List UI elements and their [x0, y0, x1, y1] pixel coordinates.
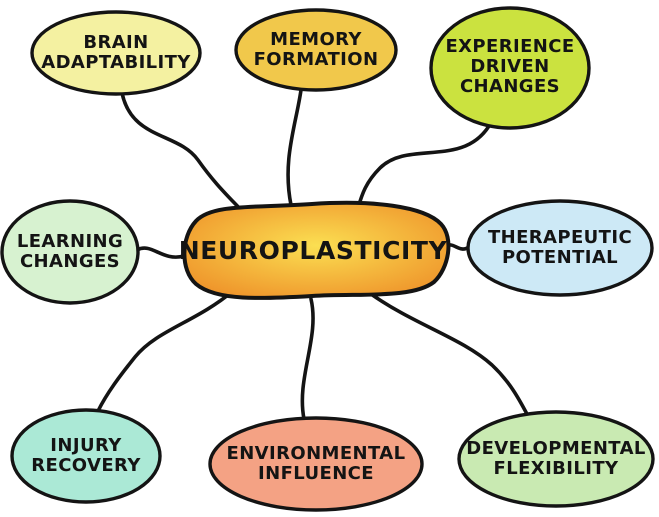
connector-developmental-flexibility — [369, 292, 529, 416]
label-environmental-influence: ENVIRONMENTAL INFLUENCE — [226, 442, 406, 484]
node-shape-learning-changes — [0, 199, 140, 305]
node-shape-injury-recovery — [10, 408, 162, 504]
node-shapes — [0, 6, 655, 512]
connector-injury-recovery — [96, 289, 235, 413]
node-shape-developmental-flexibility — [457, 410, 655, 508]
node-shape-center — [182, 200, 451, 300]
label-learning-changes: LEARNING CHANGES — [16, 230, 124, 272]
label-injury-recovery: INJURY RECOVERY — [31, 434, 141, 476]
label-brain-adaptability: BRAIN ADAPTABILITY — [41, 31, 191, 73]
connector-lines — [96, 88, 529, 421]
node-shape-environmental-influence — [208, 416, 424, 512]
connector-learning-changes — [135, 246, 186, 259]
connector-environmental-influence — [300, 297, 315, 421]
node-shape-therapeutic-potential — [466, 199, 654, 297]
node-shape-brain-adaptability — [30, 10, 202, 96]
label-developmental-flexibility: DEVELOPMENTAL FLEXIBILITY — [466, 437, 646, 479]
center-label: NEUROPLASTICITY — [178, 236, 448, 265]
label-experience-driven-changes: EXPERIENCE DRIVEN CHANGES — [445, 35, 575, 98]
node-shape-experience-driven-changes — [429, 6, 591, 130]
connector-brain-adaptability — [120, 91, 245, 214]
connector-memory-formation — [286, 88, 303, 207]
node-shape-memory-formation — [234, 8, 398, 92]
label-therapeutic-potential: THERAPEUTIC POTENTIAL — [487, 226, 633, 268]
label-memory-formation: MEMORY FORMATION — [253, 28, 379, 70]
connector-experience-driven-changes — [356, 124, 491, 210]
